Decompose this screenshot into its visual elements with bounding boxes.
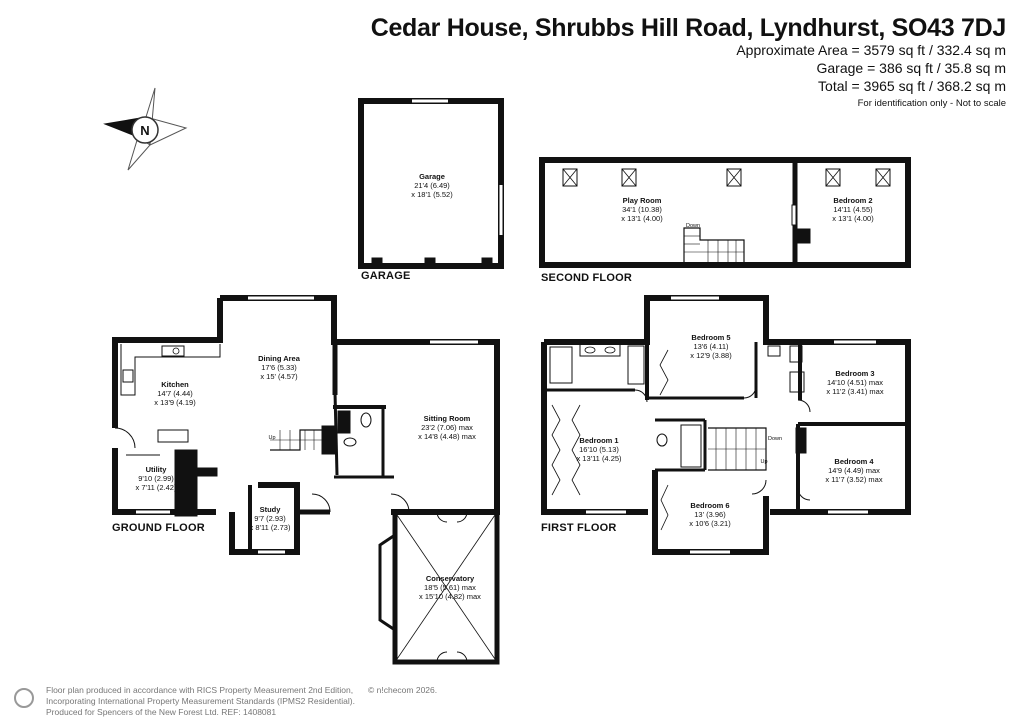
room-dim: x 7'11 (2.42): [135, 483, 177, 492]
room-bedroom-2: Bedroom 2 14'11 (4.55) x 13'1 (4.00): [832, 196, 873, 223]
room-name: Bedroom 5: [691, 333, 731, 342]
room-play-room: Play Room 34'1 (10.38) x 13'1 (4.00): [621, 196, 662, 223]
room-kitchen: Kitchen 14'7 (4.44) x 13'9 (4.19): [154, 380, 195, 407]
room-dim: x 18'1 (5.52): [411, 190, 453, 199]
total-area: Total = 3965 sq ft / 368.2 sq m: [818, 78, 1006, 94]
room-name: Bedroom 6: [690, 501, 730, 510]
room-dim: 21'4 (6.49): [414, 181, 450, 190]
room-name: Garage: [419, 172, 445, 181]
rics-logo-icon: [14, 688, 34, 708]
room-bedroom-3: Bedroom 3 14'10 (4.51) max x 11'2 (3.41)…: [826, 369, 883, 396]
garage-plan: [358, 98, 504, 269]
compass-icon: N: [103, 87, 188, 171]
footer-line: Produced for Spencers of the New Forest …: [46, 707, 277, 717]
second-floor-plan: [539, 157, 911, 268]
room-dim: x 11'2 (3.41) max: [826, 387, 884, 396]
footer-text: Floor plan produced in accordance with R…: [46, 685, 355, 718]
room-name: Utility: [145, 465, 167, 474]
identification-note: For identification only - Not to scale: [857, 98, 1006, 109]
floor-label-ground: GROUND FLOOR: [112, 522, 205, 534]
room-bedroom-4: Bedroom 4 14'9 (4.49) max x 11'7 (3.52) …: [825, 457, 882, 484]
room-dim: x 13'11 (4.25): [576, 454, 622, 463]
room-name: Conservatory: [425, 574, 475, 583]
stairs-down-label: Down: [767, 436, 783, 442]
room-study: Study 9'7 (2.93) x 8'11 (2.73): [250, 505, 291, 532]
room-bedroom-6: Bedroom 6 13' (3.96) x 10'6 (3.21): [689, 501, 730, 528]
room-garage: Garage 21'4 (6.49) x 18'1 (5.52): [411, 172, 452, 199]
room-name: Bedroom 3: [835, 369, 875, 378]
room-sitting-room: Sitting Room 23'2 (7.06) max x 14'8 (4.4…: [418, 414, 476, 441]
room-dim: x 15'10 (4.82) max: [419, 592, 481, 601]
room-dim: x 8'11 (2.73): [249, 523, 291, 532]
room-name: Bedroom 1: [579, 436, 619, 445]
first-floor-plan: [541, 295, 911, 555]
approximate-area: Approximate Area = 3579 sq ft / 332.4 sq…: [736, 42, 1006, 58]
footer-line: Floor plan produced in accordance with R…: [46, 685, 354, 695]
room-dining-area: Dining Area 17'6 (5.33) x 15' (4.57): [258, 354, 300, 381]
footer-line: Incorporating International Property Mea…: [46, 696, 355, 706]
floor-label-first: FIRST FLOOR: [541, 522, 617, 534]
floor-label-garage: GARAGE: [361, 270, 411, 282]
room-dim: 14'11 (4.55): [833, 205, 873, 214]
room-bedroom-5: Bedroom 5 13'6 (4.11) x 12'9 (3.88): [690, 333, 731, 360]
room-dim: 18'5 (5.61) max: [424, 583, 476, 592]
room-dim: x 13'1 (4.00): [621, 214, 663, 223]
copyright: © n!checom 2026.: [368, 685, 438, 695]
room-dim: x 14'8 (4.48) max: [418, 432, 476, 441]
room-dim: 13'6 (4.11): [693, 342, 729, 351]
room-dim: 14'10 (4.51) max: [826, 378, 884, 387]
room-dim: 34'1 (10.38): [622, 205, 662, 214]
stairs-down-label: Down: [685, 223, 701, 229]
room-dim: 9'7 (2.93): [254, 514, 286, 523]
room-name: Sitting Room: [423, 414, 471, 423]
room-dim: 14'7 (4.44): [157, 389, 193, 398]
room-dim: 9'10 (2.99): [138, 474, 174, 483]
compass-letter: N: [140, 123, 149, 138]
floor-label-second: SECOND FLOOR: [541, 272, 633, 284]
room-utility: Utility 9'10 (2.99) x 7'11 (2.42): [136, 465, 177, 492]
room-dim: 14'9 (4.49) max: [828, 466, 880, 475]
room-dim: x 13'9 (4.19): [154, 398, 196, 407]
room-name: Study: [259, 505, 281, 514]
room-conservatory: Conservatory 18'5 (5.61) max x 15'10 (4.…: [419, 574, 481, 601]
room-name: Dining Area: [258, 354, 300, 363]
stairs-up-label: Up: [268, 435, 276, 441]
room-dim: x 11'7 (3.52) max: [825, 475, 883, 484]
room-dim: 17'6 (5.33): [261, 363, 297, 372]
room-bedroom-1: Bedroom 1 16'10 (5.13) x 13'11 (4.25): [576, 436, 621, 463]
room-name: Kitchen: [161, 380, 189, 389]
room-dim: x 10'6 (3.21): [689, 519, 731, 528]
room-name: Bedroom 2: [833, 196, 873, 205]
room-dim: x 15' (4.57): [260, 372, 298, 381]
room-name: Play Room: [622, 196, 662, 205]
garage-area: Garage = 386 sq ft / 35.8 sq m: [816, 60, 1007, 76]
room-dim: 16'10 (5.13): [579, 445, 619, 454]
property-title: Cedar House, Shrubbs Hill Road, Lyndhurs…: [370, 14, 1007, 42]
room-dim: x 12'9 (3.88): [690, 351, 732, 360]
room-dim: 23'2 (7.06) max: [421, 423, 473, 432]
stairs-up-label: Up: [760, 459, 768, 465]
ground-floor-plan: [112, 295, 500, 665]
room-dim: 13' (3.96): [694, 510, 726, 519]
room-name: Bedroom 4: [834, 457, 874, 466]
room-dim: x 13'1 (4.00): [832, 214, 874, 223]
